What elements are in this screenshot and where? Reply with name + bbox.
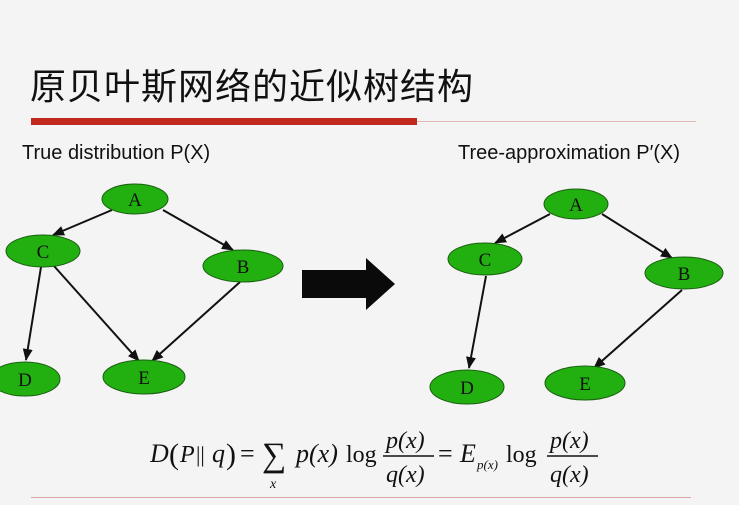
left-edge-b-e — [151, 281, 241, 362]
formula-rparen: ) — [226, 438, 236, 471]
left-node-a: A — [101, 183, 169, 215]
formula-num-2: p(x) — [548, 428, 589, 454]
formula-log-1: log — [346, 442, 377, 468]
formula-sum-sub: x — [269, 477, 277, 492]
formula-bars: || — [196, 442, 205, 467]
left-node-c-label: C — [37, 242, 50, 263]
right-node-d-label: D — [460, 378, 474, 399]
formula-lparen: ( — [169, 438, 179, 471]
formula-den-2: q(x) — [550, 462, 589, 488]
right-node-e-label: E — [579, 374, 591, 395]
right-node-e: E — [544, 365, 626, 401]
transform-arrow-icon — [302, 258, 395, 310]
right-edge-a-b — [601, 213, 673, 259]
formula-log-2: log — [506, 442, 537, 468]
kl-divergence-formula: D ( P || q ) = ∑ x p(x) log p(x) q(x) = … — [150, 428, 598, 492]
formula-eq-2: = — [438, 439, 453, 468]
left-node-d: D — [0, 361, 61, 397]
left-edge-a-b — [162, 209, 234, 251]
left-node-b: B — [202, 249, 284, 283]
right-node-c: C — [447, 242, 523, 276]
right-node-d: D — [429, 369, 505, 405]
formula-den-1: q(x) — [386, 462, 425, 488]
left-caption: True distribution P(X) — [22, 142, 211, 164]
formula-px: p(x) — [294, 439, 338, 468]
right-node-b-label: B — [678, 264, 691, 285]
left-graph-edges — [22, 209, 241, 362]
right-edge-b-e — [593, 289, 683, 369]
formula-p: P — [179, 442, 195, 468]
right-node-a: A — [543, 188, 609, 220]
left-node-e: E — [102, 359, 186, 395]
formula-sum: ∑ — [262, 437, 286, 474]
right-edge-a-c — [494, 213, 551, 244]
right-edge-c-d — [466, 275, 487, 369]
right-node-b: B — [644, 256, 724, 290]
formula-num-1: p(x) — [384, 428, 425, 454]
right-node-a-label: A — [569, 195, 583, 216]
right-caption: Tree-approximation P′(X) — [458, 142, 680, 164]
left-edge-a-c — [52, 209, 113, 236]
title-underline-thin — [417, 121, 696, 122]
formula-e-sub: p(x) — [476, 457, 498, 472]
right-node-c-label: C — [479, 250, 492, 271]
left-edge-c-e — [53, 265, 140, 362]
footer-divider — [31, 497, 691, 498]
formula-eq-1: = — [240, 439, 255, 468]
left-edge-c-d — [22, 266, 42, 361]
formula-d: D — [150, 439, 169, 468]
left-node-e-label: E — [138, 368, 150, 389]
left-node-c: C — [5, 234, 81, 268]
title-underline-red — [31, 118, 417, 125]
slide-title: 原贝叶斯网络的近似树结构 — [30, 67, 475, 108]
right-graph-edges — [466, 213, 683, 369]
left-node-d-label: D — [18, 370, 32, 391]
formula-q: q — [212, 439, 225, 468]
left-node-b-label: B — [237, 257, 250, 278]
left-node-a-label: A — [128, 190, 142, 211]
formula-e: E — [459, 439, 476, 468]
